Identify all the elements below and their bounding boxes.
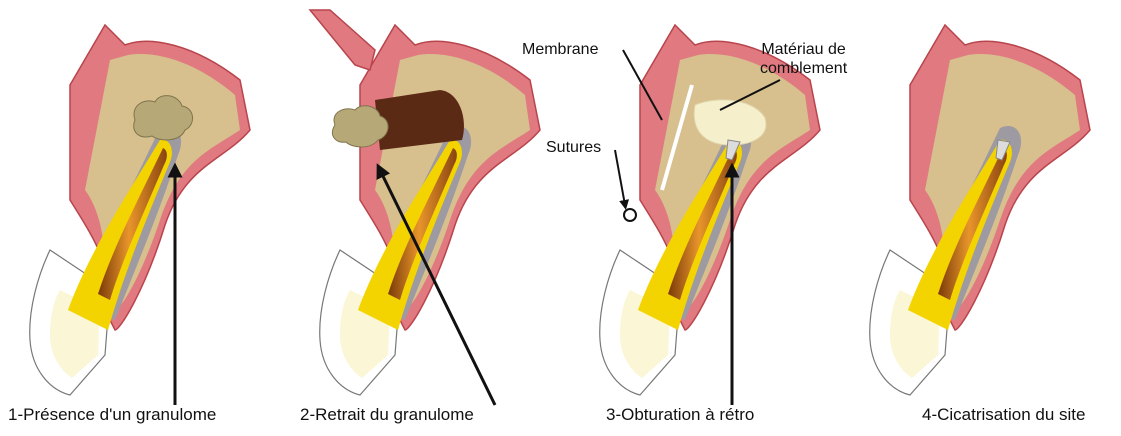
suture-knot (624, 209, 636, 221)
panel-3-retro-filling (600, 25, 820, 405)
label-filling-material-line1: Matériau de (760, 40, 847, 59)
caption-panel-2: 2-Retrait du granulome (300, 405, 474, 425)
removed-granuloma-cavity (375, 90, 464, 150)
label-filling-material: Matériau de comblement (760, 40, 847, 78)
caption-panel-1: 1-Présence d'un granulome (8, 405, 216, 425)
caption-panel-4: 4-Cicatrisation du site (922, 405, 1085, 425)
sutures-pointer (615, 150, 625, 205)
label-sutures: Sutures (546, 138, 601, 157)
panel-1-granuloma (30, 25, 250, 405)
panel-4-healing (870, 25, 1090, 395)
label-membrane: Membrane (522, 40, 598, 59)
caption-panel-3: 3-Obturation à rétro (606, 405, 754, 425)
label-filling-material-line2: comblement (760, 59, 847, 78)
panel-2-removal (310, 10, 540, 405)
